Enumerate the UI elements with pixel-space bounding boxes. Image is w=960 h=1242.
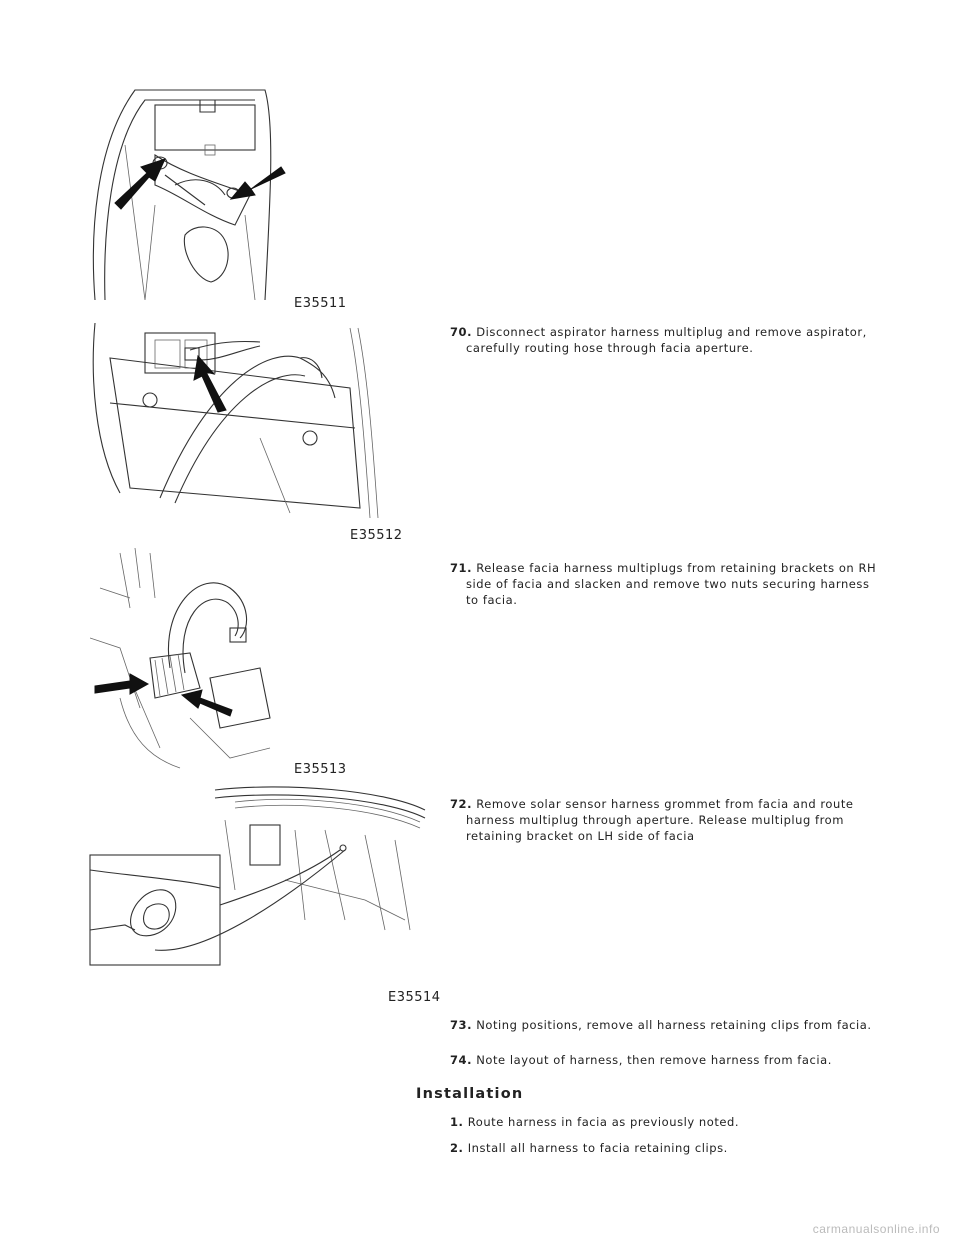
figure-code: E35511 [294,296,347,311]
arrow-icon [94,673,150,695]
step-number: 72. [450,797,473,811]
figure-e35512 [90,318,380,528]
figure-e35514 [85,780,430,970]
arrow-icon [180,689,233,717]
step-74: 74. Note layout of harness, then remove … [450,1052,880,1068]
step-text: Release facia harness multiplugs from re… [466,561,877,607]
step-number: 71. [450,561,473,575]
step-text: Note layout of harness, then remove harn… [476,1053,832,1067]
illustration-e35512 [92,322,379,519]
step-number: 74. [450,1053,473,1067]
step-text: Noting positions, remove all harness ret… [476,1018,872,1032]
figure-e35513 [90,548,290,773]
step-71: 71. Release facia harness multiplugs fro… [450,560,880,608]
step-number: 2. [450,1141,464,1155]
step-72: 72. Remove solar sensor harness grommet … [450,796,880,844]
step-number: 70. [450,325,473,339]
illustration-e35511 [92,89,286,301]
install-step-2: 2. Install all harness to facia retainin… [450,1140,880,1156]
arrow-icon [193,354,227,413]
figure-code: E35512 [350,528,403,543]
figure-code: E35514 [388,990,441,1005]
step-73: 73. Noting positions, remove all harness… [450,1017,880,1033]
step-text: Install all harness to facia retaining c… [467,1141,728,1155]
install-step-1: 1. Route harness in facia as previously … [450,1114,880,1130]
step-70: 70. Disconnect aspirator harness multipl… [450,324,880,356]
watermark: carmanualsonline.info [812,1222,940,1236]
figure-e35511 [85,85,345,305]
illustration-e35514 [89,786,426,966]
step-text: Disconnect aspirator harness multiplug a… [466,325,867,355]
step-number: 73. [450,1018,473,1032]
illustration-e35513 [90,548,271,769]
step-text: Remove solar sensor harness grommet from… [466,797,854,843]
section-title-installation: Installation [416,1086,524,1102]
arrow-icon [114,158,166,210]
arrow-icon [229,166,286,200]
step-text: Route harness in facia as previously not… [467,1115,740,1129]
step-number: 1. [450,1115,464,1129]
figure-code: E35513 [294,762,347,777]
